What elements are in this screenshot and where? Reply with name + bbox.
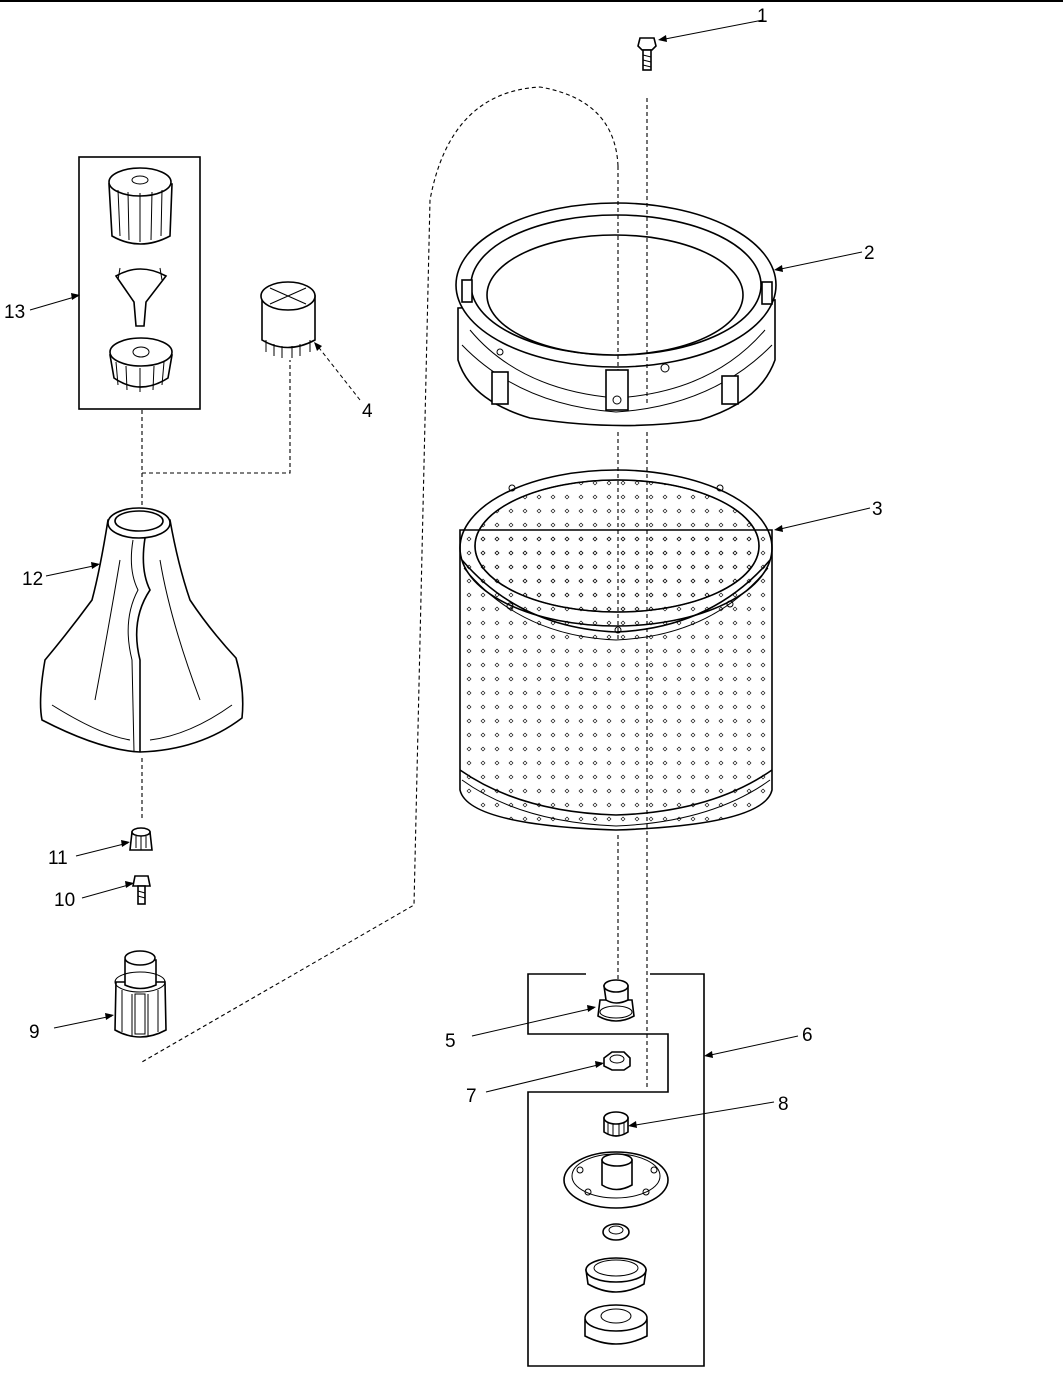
hub-washer-part — [602, 1223, 630, 1241]
hub-bearing-part — [584, 1304, 648, 1345]
drive-block-part — [129, 827, 153, 851]
hub-seal-part — [597, 979, 635, 1022]
callout-label-7: 7 — [466, 1086, 477, 1107]
agitator-auger-kit-part — [78, 156, 201, 410]
hub-plate-part — [563, 1151, 669, 1209]
callout-label-10: 10 — [54, 890, 75, 911]
callout-label-11: 11 — [48, 848, 68, 869]
assembly-guide-lines — [141, 86, 648, 1090]
callout-label-3: 3 — [872, 499, 883, 520]
hub-seal-ring-part — [585, 1257, 647, 1293]
callout-label-13: 13 — [4, 302, 25, 323]
spanner-nut-part — [603, 1051, 631, 1071]
hub-kit-bracket-outline — [527, 973, 705, 1367]
callout-label-2: 2 — [864, 243, 875, 264]
callout-label-9: 9 — [29, 1022, 40, 1043]
bushing-part — [603, 1111, 629, 1137]
callout-label-4: 4 — [362, 401, 373, 422]
agitator-part — [39, 507, 244, 753]
screw-part — [637, 37, 657, 71]
callout-label-8: 8 — [778, 1094, 789, 1115]
agitator-cap-part — [260, 281, 316, 358]
callout-leaders — [29, 19, 871, 1128]
agitator-drive-cam-part — [114, 950, 167, 1038]
balance-ring-part — [455, 202, 777, 427]
callout-label-1: 1 — [757, 6, 768, 27]
callout-label-6: 6 — [802, 1025, 813, 1046]
callout-label-12: 12 — [22, 569, 43, 590]
callout-label-5: 5 — [445, 1031, 456, 1052]
spin-basket-part — [459, 469, 773, 831]
agitator-bolt-part — [132, 875, 151, 905]
